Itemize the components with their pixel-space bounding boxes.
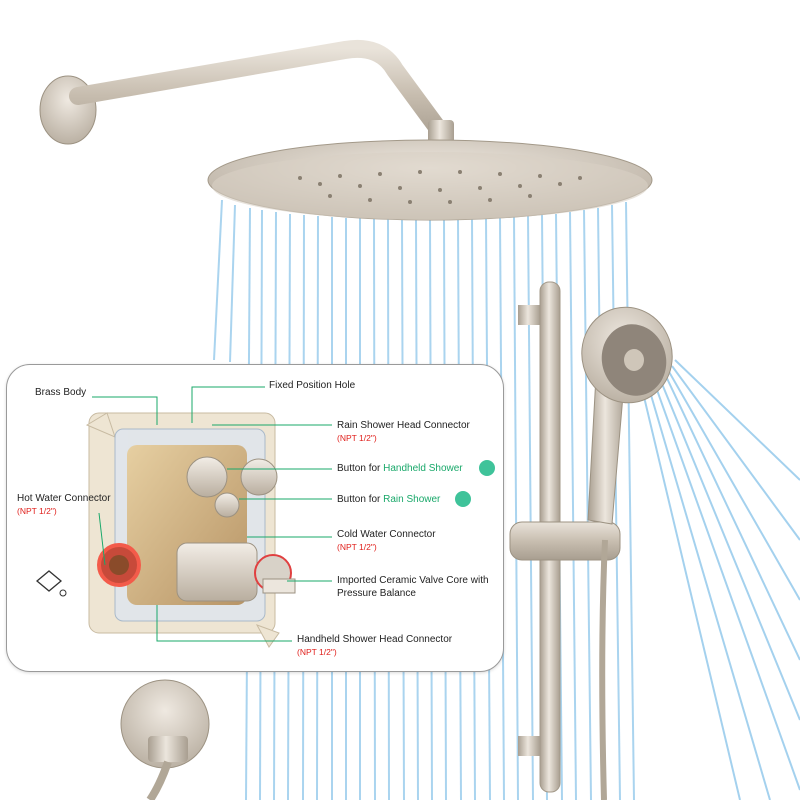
- rain-button-shape: [214, 492, 240, 518]
- valve-core-shape: [176, 542, 258, 602]
- shower-arm: [69, 40, 454, 147]
- rain-head-nozzles: [298, 170, 582, 204]
- upc-certification-icon: [35, 570, 67, 597]
- spec-hot-water: (NPT 1/2"): [17, 506, 57, 516]
- label-hot-water: Hot Water Connector: [17, 493, 111, 504]
- elbow-hose: [146, 760, 172, 800]
- handheld-holder: [509, 521, 621, 561]
- spec-rain-connector: (NPT 1/2"): [337, 433, 377, 443]
- label-valve-core-2: Pressure Balance: [337, 588, 416, 599]
- label-cold-water: Cold Water Connector: [337, 529, 436, 540]
- label-button-handheld: Button for Handheld Shower: [337, 463, 463, 474]
- label-fixed-position-hole: Fixed Position Hole: [269, 380, 356, 391]
- spec-handheld-connector: (NPT 1/2"): [297, 647, 337, 657]
- rain-shower-head: [207, 139, 653, 221]
- spec-cold-water: (NPT 1/2"): [337, 542, 377, 552]
- leader-lines: [92, 386, 332, 642]
- handheld-button-shape: [186, 456, 228, 498]
- label-rain-connector: Rain Shower Head Connector: [337, 420, 470, 431]
- ball-joint: [428, 120, 454, 146]
- handheld-spray-icon: [479, 460, 495, 476]
- slide-bar-bracket-top: [518, 305, 540, 325]
- slide-bar-bracket-bottom: [518, 736, 540, 756]
- handheld-water-streams: [639, 359, 800, 800]
- rain-spray-icon: [455, 491, 471, 507]
- valve-diagram: [35, 386, 332, 648]
- label-handheld-connector: Handheld Shower Head Connector: [297, 634, 453, 645]
- label-valve-core-1: Imported Ceramic Valve Core with: [337, 575, 489, 586]
- label-button-rain: Button for Rain Shower: [337, 494, 441, 505]
- shower-hose: [599, 539, 608, 800]
- label-brass-body: Brass Body: [35, 387, 87, 398]
- valve-callout-panel: Brass Body Fixed Position Hole Rain Show…: [6, 364, 504, 672]
